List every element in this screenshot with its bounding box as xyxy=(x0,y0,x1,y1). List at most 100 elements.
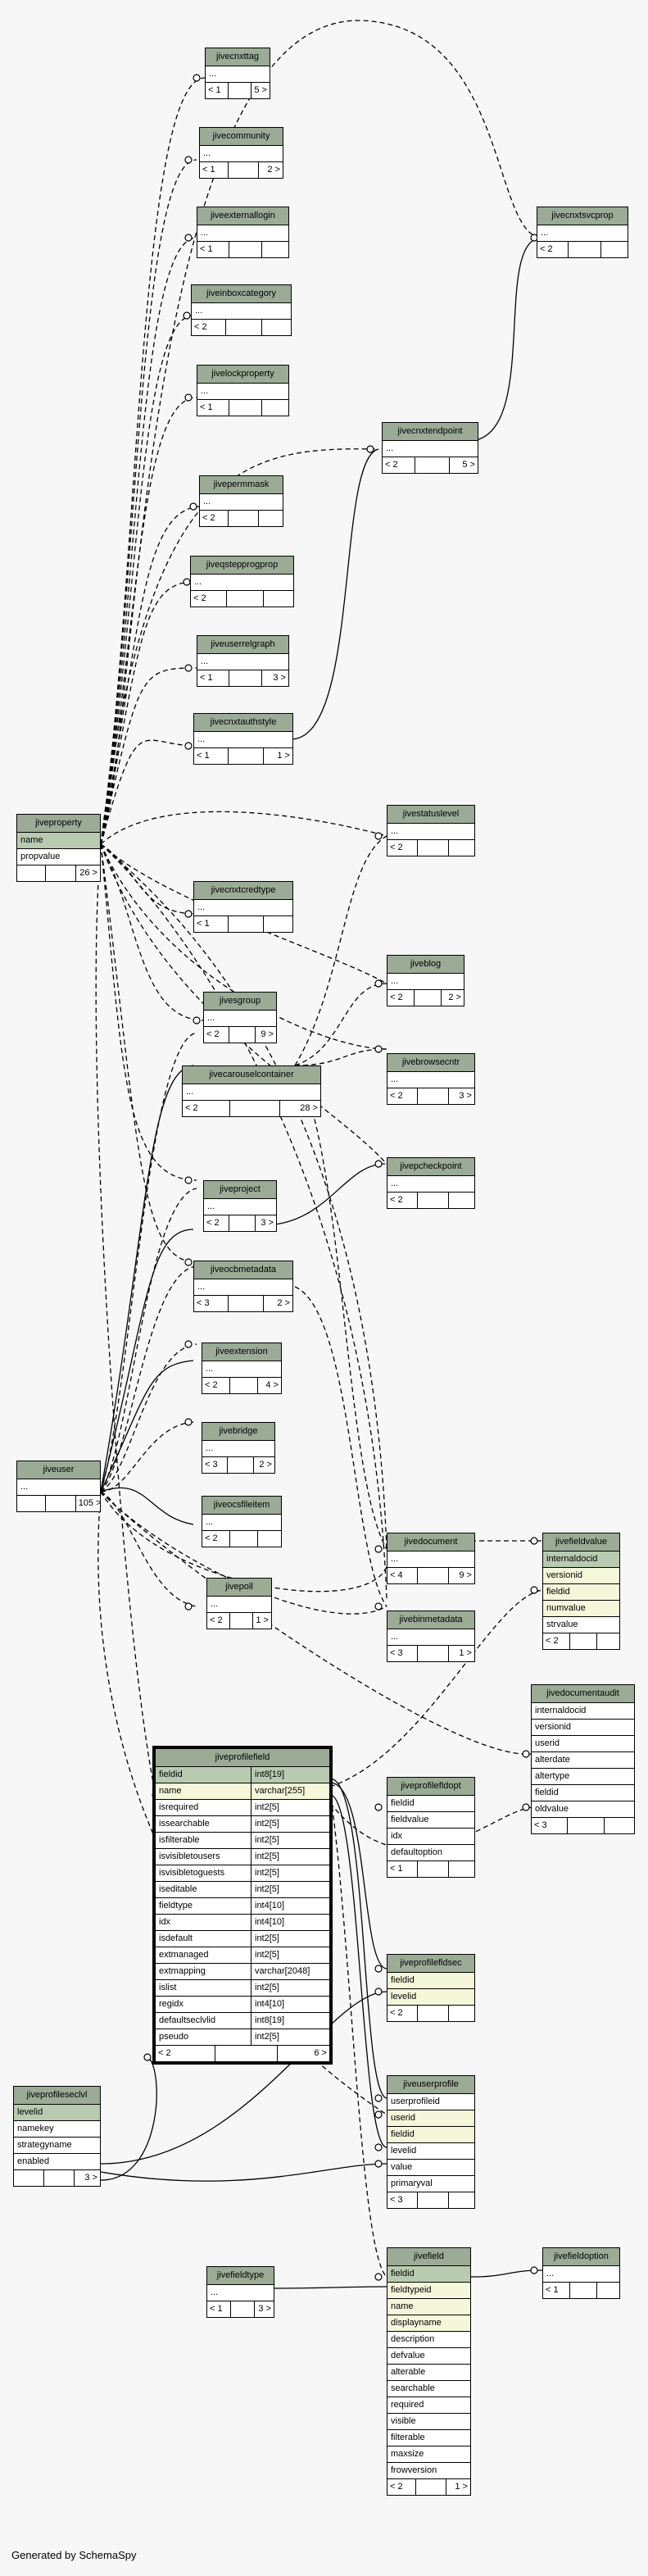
table-jivefieldoption[interactable]: jivefieldoption...< 1 xyxy=(542,2247,620,2299)
table-title[interactable]: jivefieldvalue xyxy=(543,1533,619,1552)
parents-count: < 2 xyxy=(202,513,215,523)
table-title[interactable]: jiveprofilefldopt xyxy=(387,1778,474,1796)
column-row: displayname xyxy=(387,2315,470,2332)
table-title[interactable]: jiveexternallogin xyxy=(197,207,288,225)
table-jivestatuslevel[interactable]: jivestatuslevel...< 2 xyxy=(387,805,475,856)
rows-count xyxy=(228,1215,255,1231)
table-title[interactable]: jiveprofilefldsec xyxy=(387,1955,474,1973)
table-jivepermmask[interactable]: jivepermmask...< 2 xyxy=(199,475,283,527)
table-title[interactable]: jivedocument xyxy=(387,1533,474,1552)
column-row: maxsize xyxy=(387,2447,470,2463)
table-jiveqstepprogprop[interactable]: jiveqstepprogprop...< 2 xyxy=(190,556,294,607)
parents-count: < 2 xyxy=(390,843,403,852)
table-title[interactable]: jivecommunity xyxy=(200,128,283,146)
table-title[interactable]: jivesgroup xyxy=(204,993,276,1011)
table-title[interactable]: jiveproperty xyxy=(17,815,100,833)
table-title[interactable]: jivestatuslevel xyxy=(387,806,474,824)
table-title[interactable]: jivecnxtendpoint xyxy=(383,423,478,441)
table-jivepcheckpoint[interactable]: jivepcheckpoint...< 2 xyxy=(387,1157,475,1209)
table-title[interactable]: jivepoll xyxy=(207,1579,271,1597)
column-name: oldvalue xyxy=(535,1804,569,1814)
table-title[interactable]: jiveproject xyxy=(204,1181,276,1199)
parents-count: < 3 xyxy=(205,1460,218,1470)
table-title[interactable]: jivefield xyxy=(387,2248,470,2266)
column-row: fieldid xyxy=(387,1796,474,1812)
rows-count xyxy=(229,2301,254,2317)
table-title[interactable]: jiveqstepprogprop xyxy=(191,557,293,575)
parents-count: < 2 xyxy=(390,2008,403,2018)
table-title[interactable]: jiveuser xyxy=(17,1461,100,1479)
table-title[interactable]: jivelockproperty xyxy=(197,366,288,384)
table-title[interactable]: jivecarouselcontainer xyxy=(183,1066,320,1084)
table-title[interactable]: jiveuserrelgraph xyxy=(197,636,288,654)
table-title[interactable]: jiveblog xyxy=(387,956,464,974)
table-title[interactable]: jiveuserprofile xyxy=(387,2076,474,2094)
table-title[interactable]: jiveocbmetadata xyxy=(194,1261,292,1279)
table-title[interactable]: jiveprofilefield xyxy=(156,1749,329,1767)
rows-count xyxy=(43,2170,75,2186)
table-title[interactable]: jivepermmask xyxy=(200,476,283,494)
table-title[interactable]: jivecnxtcredtype xyxy=(194,882,292,900)
column-type: int2[5] xyxy=(251,1882,329,1897)
table-title[interactable]: jivebrowsecntr xyxy=(387,1054,474,1072)
table-jivelockproperty[interactable]: jivelockproperty...< 1 xyxy=(197,365,289,416)
table-title[interactable]: jiveprofileseclvl xyxy=(14,2087,100,2105)
table-jivecnxtsvcprop[interactable]: jivecnxtsvcprop...< 2 xyxy=(537,207,628,258)
table-jivecnxtcredtype[interactable]: jivecnxtcredtype...< 1 xyxy=(193,881,293,933)
column-row: frowversion xyxy=(387,2463,470,2479)
column-name: versionid xyxy=(535,1722,572,1732)
table-jiveuser[interactable]: jiveuser...105 > xyxy=(16,1461,101,1512)
table-title[interactable]: jivepcheckpoint xyxy=(387,1158,474,1176)
table-title[interactable]: jiveextension xyxy=(202,1343,281,1361)
table-title[interactable]: jivecnxtsvcprop xyxy=(537,207,628,225)
table-title[interactable]: jivecnxttag xyxy=(206,48,270,66)
parents-count xyxy=(14,2170,43,2186)
rows-count xyxy=(229,1613,252,1629)
table-title[interactable]: jivedocumentaudit xyxy=(532,1685,634,1703)
table-title[interactable]: jivefieldtype xyxy=(207,2267,274,2285)
table-title[interactable]: jiveinboxcategory xyxy=(192,285,291,303)
rows-count xyxy=(228,511,257,526)
column-name: visible xyxy=(391,2416,416,2426)
table-title[interactable]: jivebinmetadata xyxy=(387,1611,474,1629)
column-name: name xyxy=(391,2301,414,2311)
table-title[interactable]: jivecnxtauthstyle xyxy=(194,714,292,732)
table-jiveinboxcategory[interactable]: jiveinboxcategory...< 2 xyxy=(191,284,292,336)
table-title[interactable]: jivefieldoption xyxy=(543,2248,619,2266)
table-jiveexternallogin[interactable]: jiveexternallogin...< 1 xyxy=(197,207,289,258)
column-name: numvalue xyxy=(546,1603,586,1613)
column-row: ... xyxy=(200,146,283,162)
table-title[interactable]: jivebridge xyxy=(202,1423,274,1441)
table-jiveocsfileitem[interactable]: jiveocsfileitem...< 2 xyxy=(202,1496,282,1547)
table-title[interactable]: jiveocsfileitem xyxy=(202,1497,281,1515)
